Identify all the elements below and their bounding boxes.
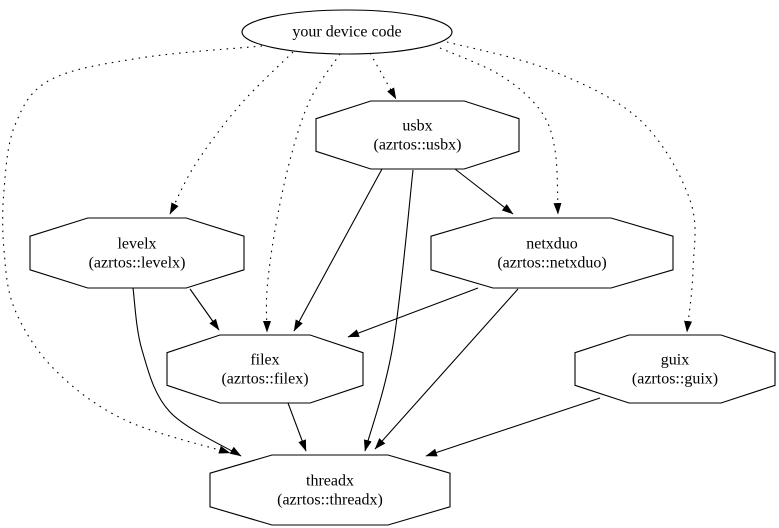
node-title: guix [661,352,689,369]
octagon-shape [29,217,245,289]
node-subtitle: (azrtos::levelx) [89,255,186,272]
edge-levelx-filex [189,288,220,331]
octagon-shape [209,454,451,526]
node-subtitle: (azrtos::usbx) [374,137,462,154]
node-usbx: usbx(azrtos::usbx) [315,100,520,170]
node-device: your device code [241,9,453,55]
node-subtitle: (azrtos::guix) [632,371,718,388]
edge-guix-threadx [425,397,601,457]
node-subtitle: (azrtos::threadx) [277,492,383,509]
node-title: levelx [117,236,156,253]
octagon-shape [315,100,520,170]
edge-device-filex [262,53,341,333]
edge-device-netxduo [439,47,562,215]
node-title: filex [250,352,279,369]
ellipse-shape [241,9,453,55]
node-subtitle: (azrtos::filex) [221,371,308,388]
edge-netxduo-filex [347,287,479,338]
edge-device-levelx [169,51,294,215]
octagon-shape [430,217,674,289]
node-filex: filex(azrtos::filex) [166,334,364,404]
edge-usbx-netxduo [454,168,514,215]
edge-device-usbx [369,52,397,100]
node-title: netxduo [526,236,578,253]
edge-filex-threadx [287,402,307,452]
node-guix: guix(azrtos::guix) [574,334,776,404]
node-title: usbx [402,118,432,135]
node-netxduo: netxduo(azrtos::netxduo) [430,217,674,289]
node-levelx: levelx(azrtos::levelx) [29,217,245,289]
nodes-layer: your device codeusbx(azrtos::usbx)levelx… [29,9,776,526]
octagon-shape [166,334,364,404]
edges-layer [2,41,696,457]
edge-levelx-threadx [132,287,242,457]
node-subtitle: (azrtos::netxduo) [497,255,606,272]
node-title: threadx [306,473,354,490]
node-threadx: threadx(azrtos::threadx) [209,454,451,526]
node-title: your device code [292,24,401,41]
edge-usbx-filex [293,168,383,332]
edge-usbx-threadx [363,169,414,452]
octagon-shape [574,334,776,404]
edge-netxduo-threadx [374,288,519,450]
